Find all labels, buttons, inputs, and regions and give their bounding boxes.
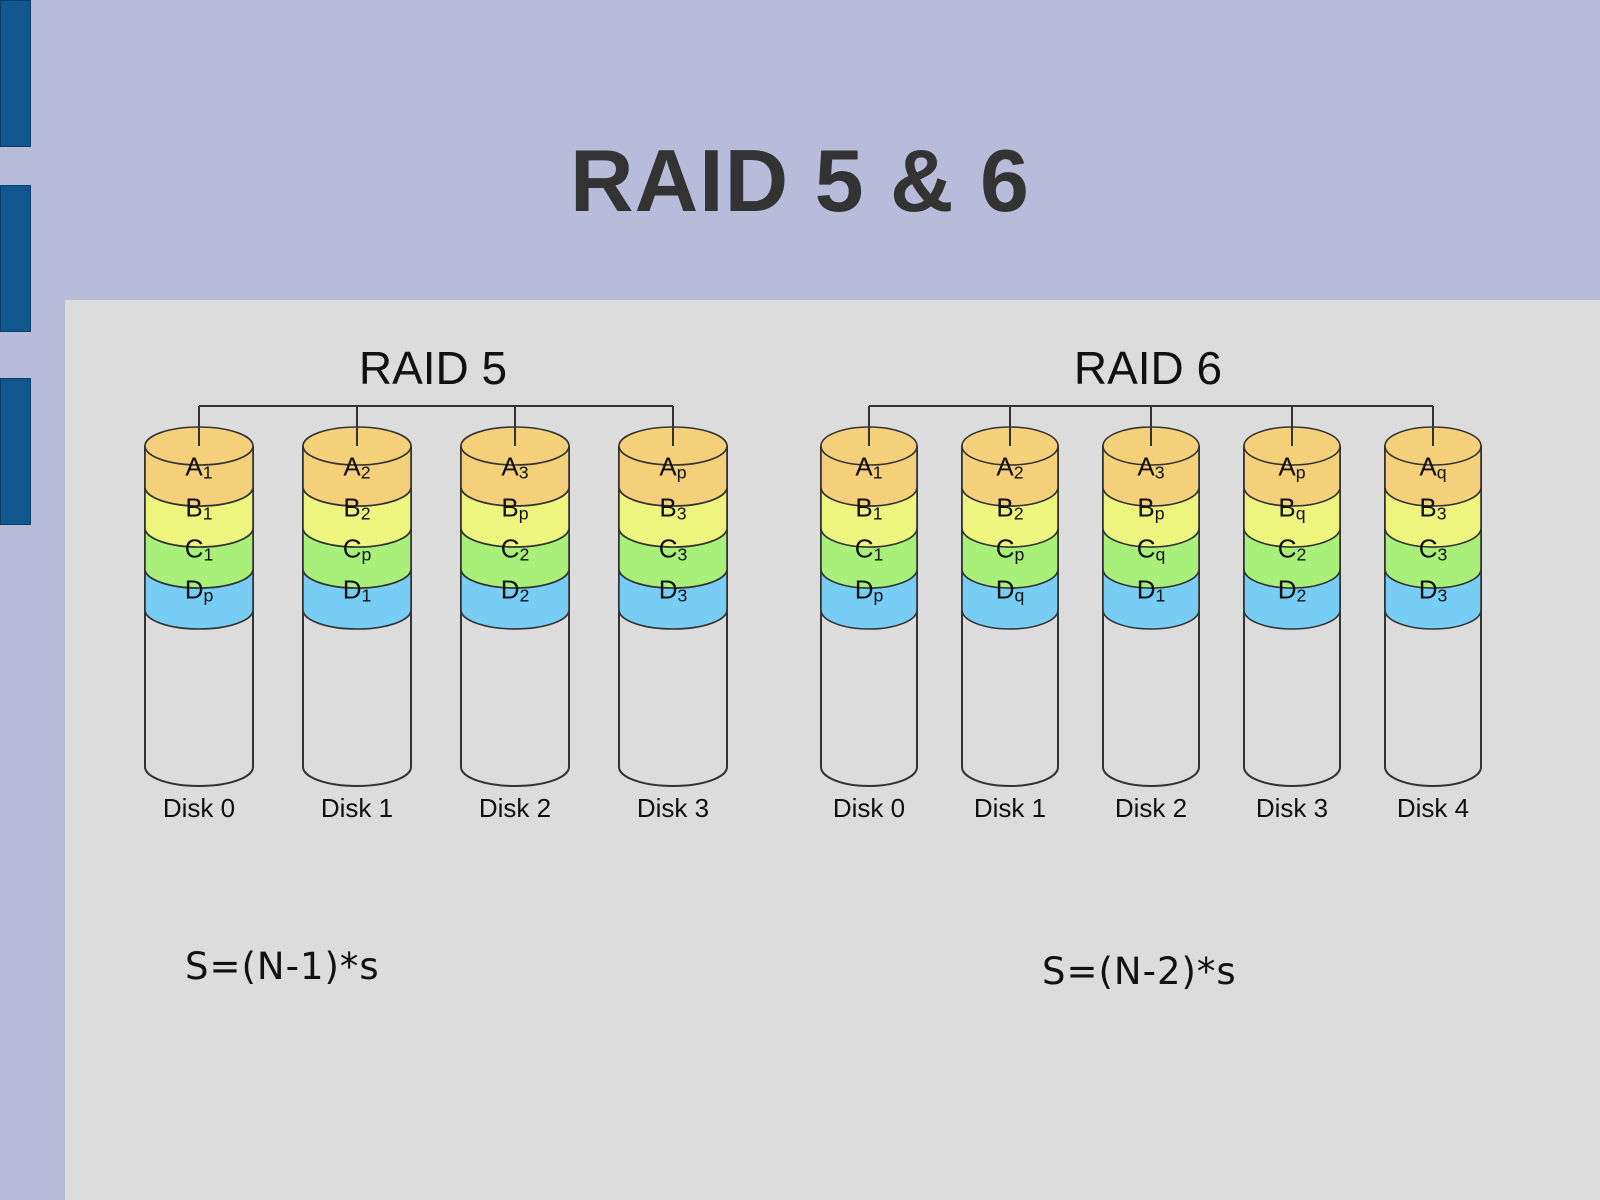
- side-tab-1: [0, 0, 31, 147]
- side-tab-2: [0, 185, 31, 332]
- raid6-disk-1-name: Disk 1: [974, 793, 1046, 823]
- raid6-disk-2-name: Disk 2: [1115, 793, 1187, 823]
- side-tab-3: [0, 378, 31, 525]
- raid5-disk-2-block-3-label: D2: [501, 575, 530, 606]
- raid5-disk-1-block-1-label: B2: [343, 493, 370, 524]
- raid5-disk-1-name: Disk 1: [321, 793, 393, 823]
- raid6-disk-4-name: Disk 4: [1397, 793, 1469, 823]
- raid5-disk-2-block-1-label: Bp: [501, 493, 528, 524]
- raid5-disk-0-name: Disk 0: [163, 793, 235, 823]
- raid6-formula: S=(N-2)*s: [1042, 950, 1237, 993]
- raid5-disk-3-block-0-label: Ap: [659, 452, 686, 483]
- raid6-label: RAID 6: [1074, 342, 1222, 394]
- raid5-disk-2-name: Disk 2: [479, 793, 551, 823]
- raid6-disk-1-block-0-label: A2: [996, 452, 1023, 483]
- raid5-disk-3-name: Disk 3: [637, 793, 709, 823]
- raid5-label: RAID 5: [359, 342, 507, 394]
- raid6-disk-3-name: Disk 3: [1256, 793, 1328, 823]
- raid6-disk-0-name: Disk 0: [833, 793, 905, 823]
- slide-title: RAID 5 & 6: [570, 131, 1030, 230]
- raid6-disk-1-block-2-label: Cp: [996, 534, 1025, 565]
- raid5-formula: S=(N-1)*s: [185, 945, 380, 988]
